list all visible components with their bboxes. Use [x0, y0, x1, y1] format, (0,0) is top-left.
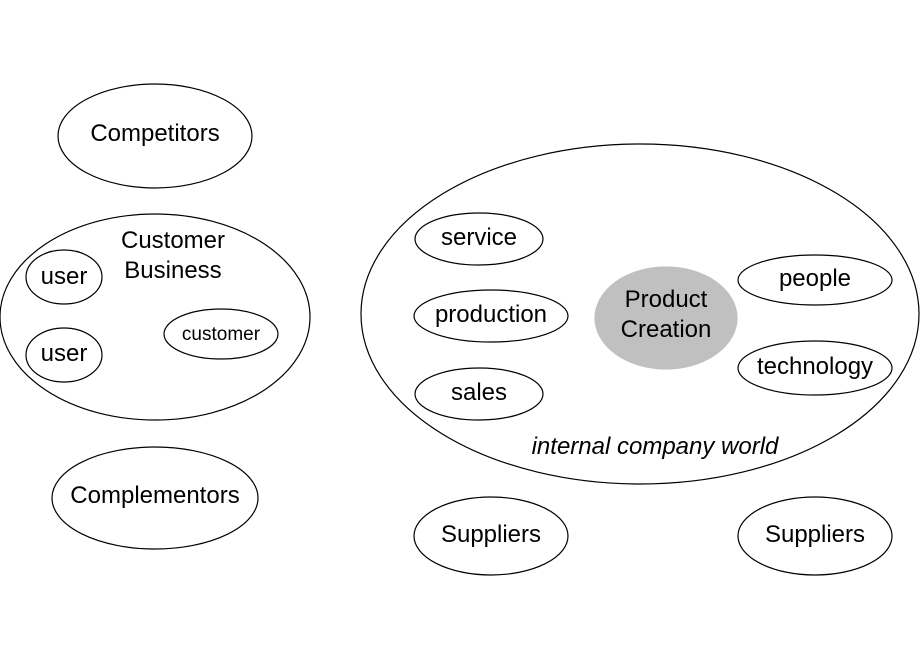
product-creation-ellipse [594, 266, 738, 370]
competitors-label: Competitors [90, 120, 219, 147]
suppliers-label-1: Suppliers [441, 521, 541, 548]
customer-node: customer [163, 308, 279, 360]
sales-node: sales [414, 367, 544, 421]
customer-business-node: Customer Business user user customer [0, 213, 311, 421]
technology-ellipse [737, 340, 893, 396]
user-ellipse-1 [25, 249, 103, 305]
sales-label: sales [451, 379, 507, 406]
complementors-label: Complementors [70, 482, 239, 509]
competitors-node: Competitors [57, 83, 253, 189]
user-node-1: user [25, 249, 103, 305]
user-label-1: user [41, 263, 88, 290]
customer-ellipse [163, 308, 279, 360]
complementors-node: Complementors [51, 446, 259, 550]
service-ellipse [414, 212, 544, 266]
production-node: production [413, 289, 569, 343]
suppliers-node-1: Suppliers [413, 496, 569, 576]
suppliers-ellipse-1 [413, 496, 569, 576]
user-node-2: user [25, 327, 103, 383]
user-ellipse-2 [25, 327, 103, 383]
service-node: service [414, 212, 544, 266]
production-ellipse [413, 289, 569, 343]
people-ellipse [737, 254, 893, 306]
user-label-2: user [41, 340, 88, 367]
customer-label: customer [182, 324, 261, 345]
technology-node: technology [737, 340, 893, 396]
internal-company-world-node: service production sales Product Creatio… [360, 143, 920, 485]
product-creation-node: Product Creation [594, 266, 738, 370]
suppliers-label-2: Suppliers [765, 521, 865, 548]
product-creation-label-line2: Creation [621, 316, 712, 343]
people-label: people [779, 265, 851, 292]
complementors-ellipse [51, 446, 259, 550]
people-node: people [737, 254, 893, 306]
competitors-ellipse [57, 83, 253, 189]
internal-company-world-label: internal company world [532, 433, 779, 460]
customer-business-label-line2: Business [124, 257, 221, 284]
technology-label: technology [757, 353, 873, 380]
service-label: service [441, 224, 517, 251]
customer-business-label-line1: Customer [121, 227, 225, 254]
sales-ellipse [414, 367, 544, 421]
product-creation-label-line1: Product [625, 286, 708, 313]
suppliers-ellipse-2 [737, 496, 893, 576]
suppliers-node-2: Suppliers [737, 496, 893, 576]
production-label: production [435, 301, 547, 328]
